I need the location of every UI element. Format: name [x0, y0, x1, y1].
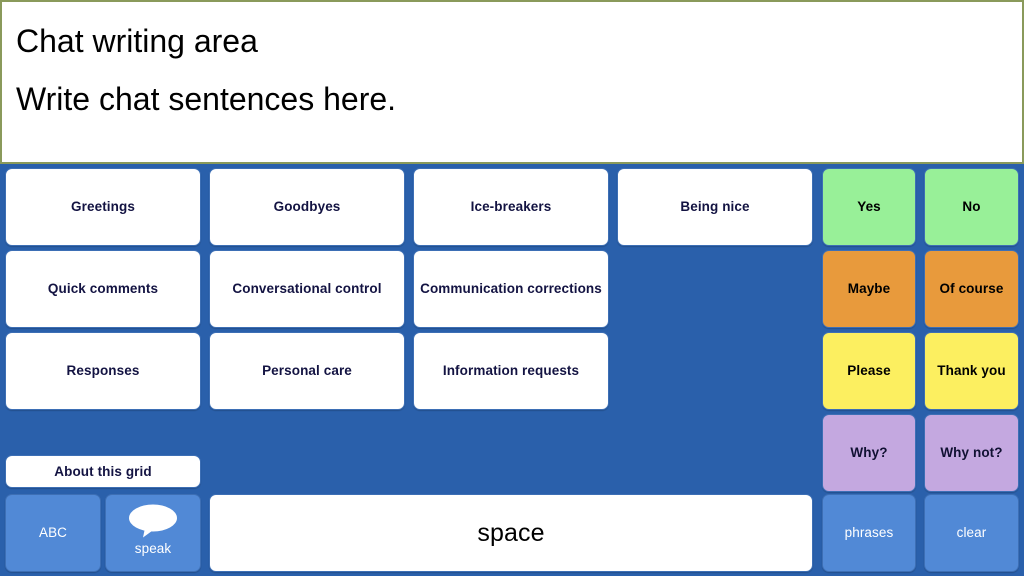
- grid-button-being-nice[interactable]: Being nice: [617, 168, 813, 246]
- grid-button-label: Information requests: [442, 363, 580, 378]
- quick-word-label: Yes: [857, 199, 881, 214]
- quick-word-please[interactable]: Please: [822, 332, 916, 410]
- grid-button-label: Goodbyes: [273, 199, 341, 214]
- quick-word-no[interactable]: No: [924, 168, 1019, 246]
- quick-word-label: Thank you: [937, 363, 1006, 378]
- grid-button-label: Greetings: [71, 199, 135, 214]
- quick-word-label: Maybe: [847, 281, 891, 296]
- grid-button-ice-breakers[interactable]: Ice-breakers: [413, 168, 609, 246]
- quick-word-label: Please: [847, 363, 891, 378]
- grid-button-greetings[interactable]: Greetings: [5, 168, 201, 246]
- grid-button-conversational-control[interactable]: Conversational control: [209, 250, 405, 328]
- clear-button[interactable]: clear: [924, 494, 1019, 572]
- quick-word-of-course[interactable]: Of course: [924, 250, 1019, 328]
- clear-label: clear: [956, 525, 987, 540]
- grid-button-label: Ice-breakers: [470, 199, 552, 214]
- quick-word-thank-you[interactable]: Thank you: [924, 332, 1019, 410]
- phrases-button[interactable]: phrases: [822, 494, 916, 572]
- grid-button-label: Quick comments: [47, 281, 159, 296]
- quick-word-why-not[interactable]: Why not?: [924, 414, 1019, 492]
- grid-button-label: Communication corrections: [420, 281, 602, 296]
- phrases-label: phrases: [844, 525, 894, 540]
- chat-area-title: Chat writing area: [16, 23, 258, 59]
- quick-word-label: No: [962, 199, 981, 214]
- about-this-grid-button[interactable]: About this grid: [5, 455, 201, 488]
- quick-word-label: Of course: [939, 281, 1004, 296]
- chat-area-prompt: Write chat sentences here.: [16, 81, 397, 117]
- grid-button-responses[interactable]: Responses: [5, 332, 201, 410]
- grid-button-quick-comments[interactable]: Quick comments: [5, 250, 201, 328]
- grid-button-label: Personal care: [262, 363, 352, 378]
- grid-button-label: Conversational control: [232, 281, 382, 296]
- space-label: space: [477, 519, 545, 547]
- quick-word-label: Why not?: [940, 445, 1003, 460]
- speak-label: speak: [134, 541, 172, 556]
- chat-writing-area[interactable]: Chat writing area Write chat sentences h…: [0, 0, 1024, 164]
- button-grid: Greetings Goodbyes Ice-breakers Being ni…: [0, 164, 1024, 576]
- grid-button-goodbyes[interactable]: Goodbyes: [209, 168, 405, 246]
- quick-word-why[interactable]: Why?: [822, 414, 916, 492]
- space-button[interactable]: space: [209, 494, 813, 572]
- grid-button-label: Responses: [66, 363, 140, 378]
- quick-word-yes[interactable]: Yes: [822, 168, 916, 246]
- speech-bubble-icon: [129, 504, 177, 538]
- abc-keyboard-button[interactable]: ABC: [5, 494, 101, 572]
- speak-button[interactable]: speak: [105, 494, 201, 572]
- about-this-grid-label: About this grid: [54, 463, 152, 479]
- grid-button-label: Being nice: [680, 199, 750, 214]
- grid-button-information-requests[interactable]: Information requests: [413, 332, 609, 410]
- abc-label: ABC: [38, 525, 68, 540]
- grid-button-communication-corrections[interactable]: Communication corrections: [413, 250, 609, 328]
- quick-word-label: Why?: [850, 445, 888, 460]
- quick-word-maybe[interactable]: Maybe: [822, 250, 916, 328]
- grid-button-personal-care[interactable]: Personal care: [209, 332, 405, 410]
